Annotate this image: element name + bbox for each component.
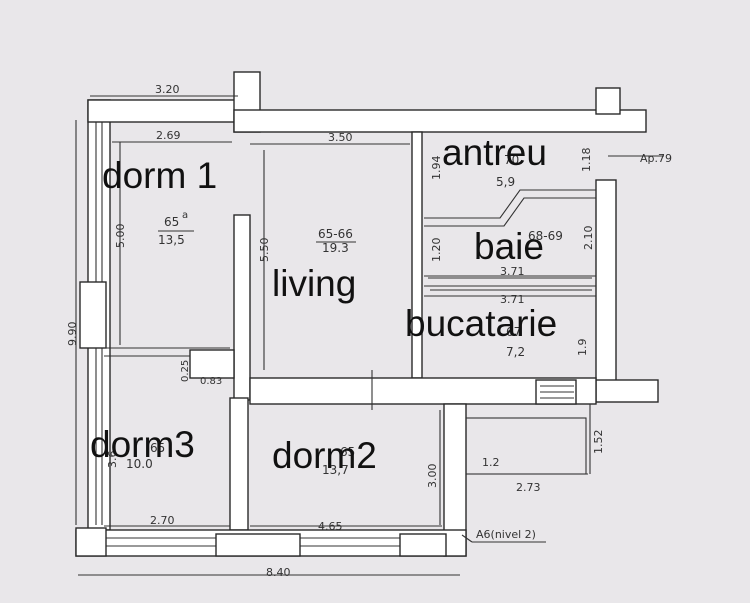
top-wall-dorm1 xyxy=(87,99,239,123)
bottom-mid-pillar xyxy=(215,533,301,557)
room-label-antreu: antreu xyxy=(442,132,547,173)
section-ref: A6(nivel 2) xyxy=(476,528,536,541)
apartment-ref: Ap.79 xyxy=(640,152,672,165)
dim-partition: 0.25 xyxy=(180,360,191,382)
dim-dorm3-width: 2.70 xyxy=(150,514,175,527)
dorm1-area: 13,5 xyxy=(158,233,185,247)
dorm2-area: 13,7 xyxy=(322,463,349,477)
right-bottom-wall xyxy=(595,379,659,403)
dim-gap: 0.83 xyxy=(200,376,222,387)
living-number: 65-66 xyxy=(318,227,353,241)
dim-dorm2-width: 4.65 xyxy=(318,520,343,533)
left-pillar xyxy=(79,281,107,349)
room-label-living: living xyxy=(272,263,356,304)
dim-bucatarie-width: 3.71 xyxy=(500,293,525,306)
room-label-dorm1: dorm 1 xyxy=(102,155,217,196)
dorm3-number: 65 xyxy=(150,441,165,455)
antreu-area: 5,9 xyxy=(496,175,515,189)
dim-balcony-area: 1.2 xyxy=(482,456,500,469)
wall-dorm1-living xyxy=(233,214,251,401)
dim-balcony-height: 1.52 xyxy=(592,430,605,455)
dim-baie-height-left: 1.20 xyxy=(430,238,443,263)
top-right-stub xyxy=(595,87,621,115)
dim-dorm2-height: 3.00 xyxy=(426,464,439,489)
antreu-number: 70 xyxy=(504,153,519,167)
room-labels: dorm 1 living antreu baie bucatarie dorm… xyxy=(90,132,557,476)
dim-baie-width: 3.71 xyxy=(500,265,525,278)
bottom-left-pillar xyxy=(75,527,107,557)
dim-top-3-20: 3.20 xyxy=(155,83,180,96)
bottom-right-pillar xyxy=(399,533,447,557)
dorm3-area: 10.0 xyxy=(126,457,153,471)
room-label-dorm2: dorm2 xyxy=(272,435,377,476)
dorm1-number: 65 xyxy=(164,215,179,229)
dimension-lines xyxy=(75,95,664,576)
living-area: 19.3 xyxy=(322,241,349,255)
dim-corridor-height: 1.18 xyxy=(580,148,593,173)
room-label-baie: baie xyxy=(474,226,544,267)
room-label-bucatarie: bucatarie xyxy=(405,303,557,344)
dim-dorm3-height: 3.6 xyxy=(106,451,119,469)
wall-dorm3-dorm2 xyxy=(229,397,249,531)
dimension-labels: 3.20 2.69 3.50 1.94 1.18 Ap.79 5.00 5.50… xyxy=(66,83,672,579)
top-wall-living xyxy=(233,109,647,133)
dim-left-total: 9.90 xyxy=(66,322,79,347)
dim-bucatarie-height: 1.9 xyxy=(576,339,589,357)
walls xyxy=(75,71,659,557)
dim-dorm1-width: 2.69 xyxy=(156,129,181,142)
partition-block xyxy=(189,349,235,379)
dim-antreu-height: 1.94 xyxy=(430,156,443,181)
bucatarie-number: 67 xyxy=(506,325,521,339)
right-wall xyxy=(595,179,617,391)
dim-balcony-width: 2.73 xyxy=(516,481,541,494)
baie-number: 68-69 xyxy=(528,229,563,243)
dim-dorm1-height: 5.00 xyxy=(114,224,127,249)
bucatarie-area: 7,2 xyxy=(506,345,525,359)
dorm1-number-sup: a xyxy=(182,210,188,221)
dorm2-number: 65 xyxy=(340,445,355,459)
dim-baie-height-right: 2.10 xyxy=(582,226,595,251)
room-label-dorm3: dorm3 xyxy=(90,424,195,465)
dim-living-width: 3.50 xyxy=(328,131,353,144)
dim-living-height: 5.50 xyxy=(258,238,271,263)
dim-total-width: 8.40 xyxy=(266,566,291,579)
room-numbers: 65 a 13,5 65-66 19.3 70 5,9 68-69 67 7,2… xyxy=(126,153,563,477)
